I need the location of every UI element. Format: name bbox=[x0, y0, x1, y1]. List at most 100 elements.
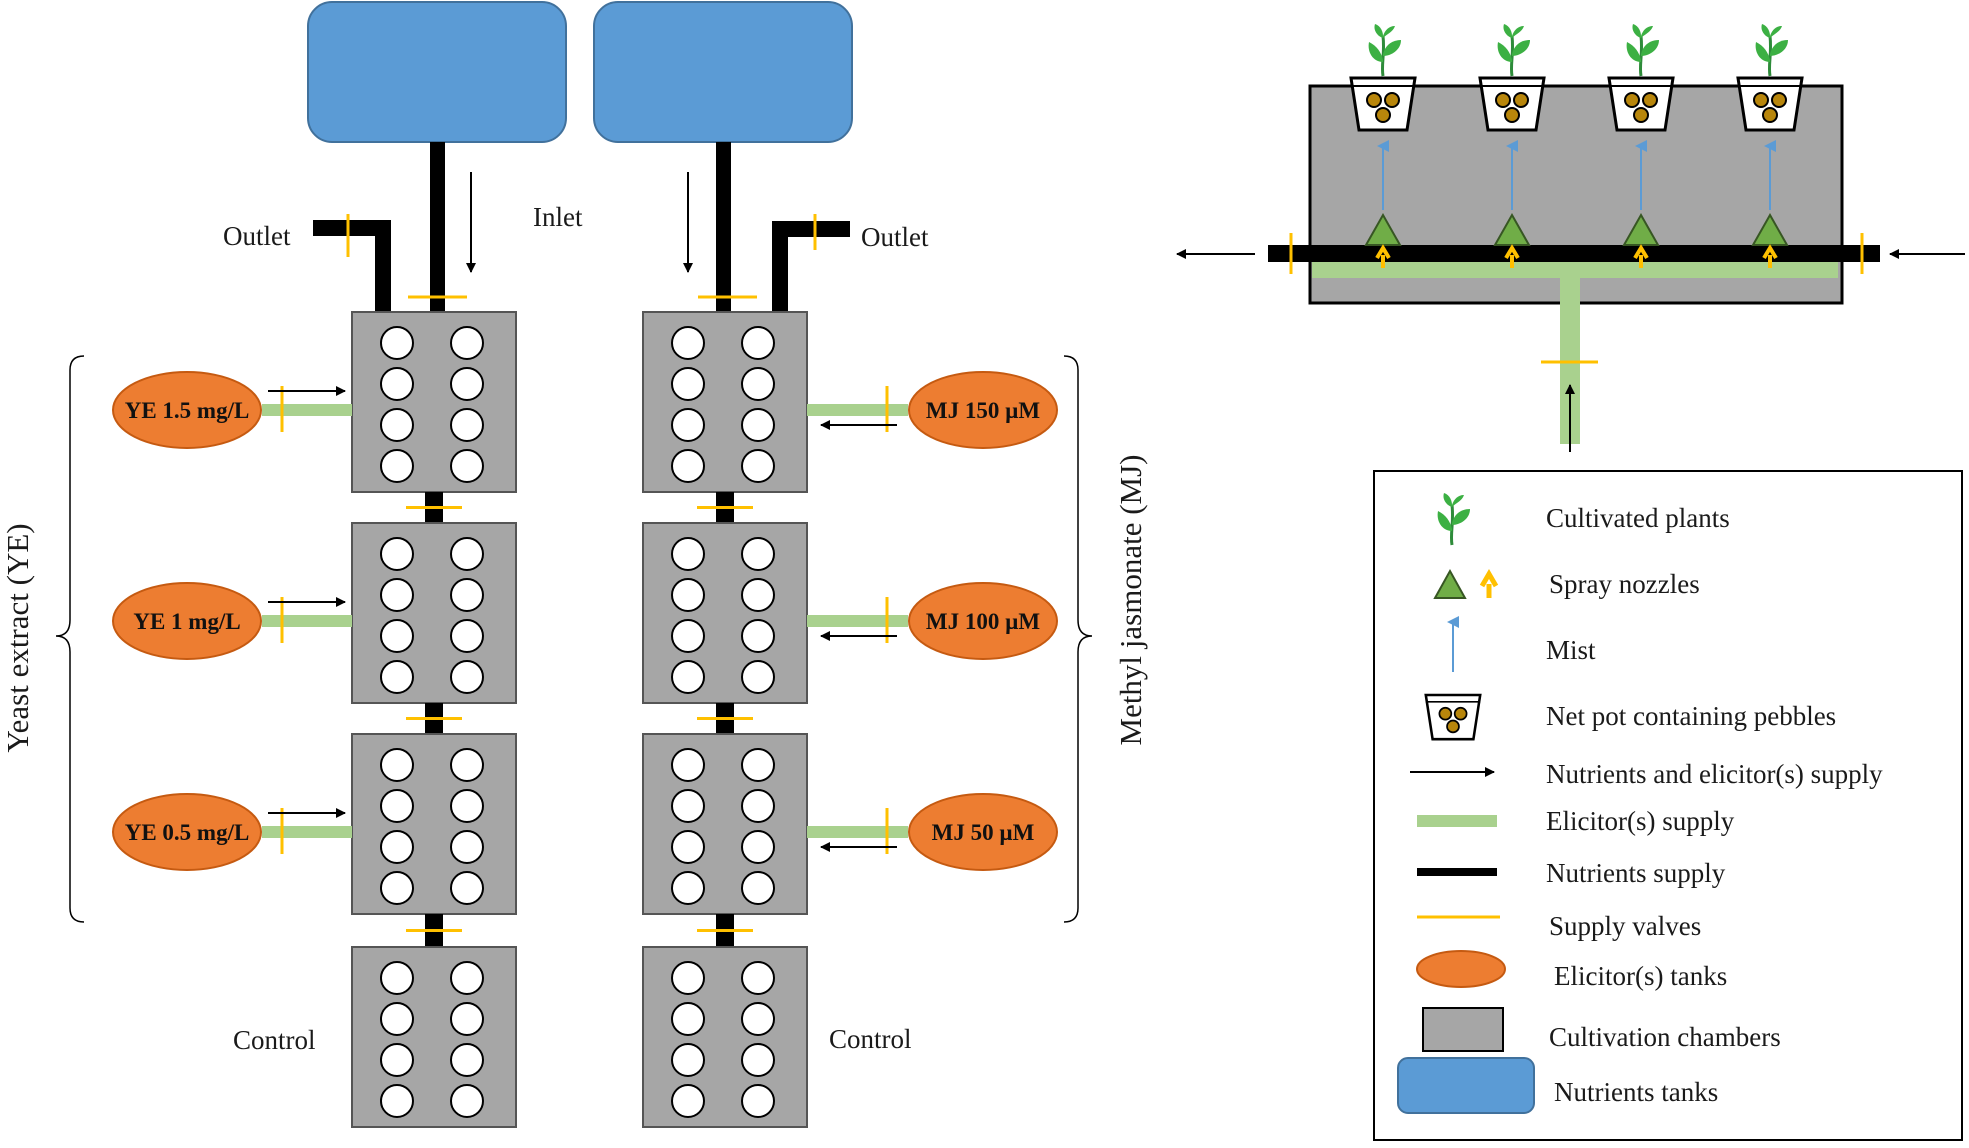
plant-hole bbox=[741, 871, 775, 905]
legend-label-valve: Supply valves bbox=[1549, 911, 1701, 941]
nutrient-tank-left bbox=[307, 1, 567, 143]
elicitor-tank-icon bbox=[1416, 950, 1506, 988]
plant-hole bbox=[450, 449, 484, 483]
plant-hole bbox=[741, 619, 775, 653]
elicitor-pipe bbox=[807, 404, 908, 416]
plant-hole bbox=[380, 578, 414, 612]
chamber-body bbox=[642, 733, 808, 915]
elicitor-tank bbox=[112, 793, 262, 871]
plant-hole bbox=[741, 1043, 775, 1077]
plant-hole bbox=[741, 748, 775, 782]
plant-hole bbox=[380, 1043, 414, 1077]
chamber-body bbox=[642, 311, 808, 493]
plant-hole bbox=[671, 961, 705, 995]
nutrient-tank-right bbox=[593, 1, 853, 143]
plant-hole bbox=[741, 326, 775, 360]
plant-hole bbox=[450, 660, 484, 694]
mj-tank-1: MJ 150 µM bbox=[807, 371, 1058, 449]
plant-hole bbox=[380, 830, 414, 864]
elicitor-pipe bbox=[262, 826, 352, 838]
plant-hole bbox=[450, 1043, 484, 1077]
plant-hole bbox=[380, 660, 414, 694]
plant-hole bbox=[671, 748, 705, 782]
mj-chambers: MJ 150 µM MJ 100 µM MJ 50 µM bbox=[642, 311, 1058, 1128]
chamber-detail bbox=[1176, 22, 1965, 452]
plant-hole bbox=[741, 660, 775, 694]
chamber-body bbox=[642, 522, 808, 704]
plant-hole bbox=[450, 408, 484, 442]
plant-hole bbox=[450, 748, 484, 782]
plant-hole bbox=[671, 1002, 705, 1036]
detail-elicitor-pipe-horizontal bbox=[1312, 262, 1838, 278]
mj-chamber-4 bbox=[642, 946, 808, 1128]
elicitor-tank-label: MJ 100 µM bbox=[926, 609, 1040, 634]
plant-hole bbox=[450, 367, 484, 401]
plant-hole bbox=[380, 789, 414, 823]
plant-hole bbox=[671, 537, 705, 571]
plant-hole bbox=[741, 408, 775, 442]
plant-hole bbox=[671, 367, 705, 401]
chamber-body bbox=[351, 733, 517, 915]
plant-hole bbox=[380, 1002, 414, 1036]
outlet-label-right: Outlet bbox=[861, 222, 929, 252]
ye-chamber-4 bbox=[351, 946, 517, 1128]
plant-hole bbox=[380, 537, 414, 571]
net-pot bbox=[1478, 76, 1546, 132]
plant-hole bbox=[450, 789, 484, 823]
detail-nutrient-pipe bbox=[1268, 245, 1880, 262]
plant-hole bbox=[671, 578, 705, 612]
plant-hole bbox=[671, 619, 705, 653]
plant-hole bbox=[741, 537, 775, 571]
legend-label-chamber: Cultivation chambers bbox=[1549, 1022, 1781, 1052]
plant-hole bbox=[671, 660, 705, 694]
legend-label-elicitor-line: Elicitor(s) supply bbox=[1546, 806, 1735, 836]
elicitor-tank-label: YE 1.5 mg/L bbox=[125, 398, 250, 423]
plant-hole bbox=[380, 871, 414, 905]
elicitor-line-icon bbox=[1417, 815, 1497, 827]
plant-hole bbox=[450, 537, 484, 571]
plant-hole bbox=[380, 1084, 414, 1118]
control-label-left: Control bbox=[233, 1025, 316, 1055]
elicitor-pipe bbox=[262, 615, 352, 627]
elicitor-tank bbox=[908, 793, 1058, 871]
chamber-icon bbox=[1422, 1007, 1504, 1052]
detail-unit-2 bbox=[1478, 22, 1546, 268]
elicitor-pipe bbox=[807, 615, 908, 627]
group-label-left: Yeast extract (YE) bbox=[0, 523, 35, 752]
spray-nozzle-icon bbox=[1433, 568, 1499, 599]
elicitor-tank-label: MJ 50 µM bbox=[932, 820, 1035, 845]
mj-chamber-1 bbox=[642, 311, 808, 493]
plant-hole bbox=[741, 578, 775, 612]
net-pot bbox=[1349, 76, 1417, 132]
legend-label-nutrient-tank: Nutrients tanks bbox=[1554, 1077, 1718, 1107]
plant-hole bbox=[741, 449, 775, 483]
chamber-body bbox=[351, 946, 517, 1128]
plant-hole bbox=[380, 326, 414, 360]
chamber-body bbox=[351, 522, 517, 704]
plant-hole bbox=[380, 367, 414, 401]
plant-hole bbox=[380, 408, 414, 442]
spray-nozzle-arrow bbox=[1762, 244, 1778, 268]
mj-chamber-2 bbox=[642, 522, 808, 704]
outlet-pipe-right bbox=[772, 221, 850, 317]
net-pot bbox=[1736, 76, 1804, 132]
ye-chamber-3 bbox=[351, 733, 517, 915]
plant-hole bbox=[741, 1084, 775, 1118]
net-pot bbox=[1607, 76, 1675, 132]
detail-elicitor-pipe-vertical bbox=[1560, 272, 1580, 444]
ye-column: Inlet Outlet YE 1.5 mg/LYE 1 mg/LYE 0.5 … bbox=[0, 1, 583, 1128]
ye-chambers: YE 1.5 mg/LYE 1 mg/LYE 0.5 mg/L bbox=[112, 311, 517, 1128]
legend-label-mist: Mist bbox=[1546, 635, 1596, 665]
nutrient-pipe-right bbox=[716, 142, 731, 317]
elicitor-tank bbox=[112, 371, 262, 449]
net-pot-icon bbox=[1424, 693, 1482, 741]
plant bbox=[1754, 22, 1790, 78]
plant-hole bbox=[671, 326, 705, 360]
plant-hole bbox=[450, 1084, 484, 1118]
elicitor-tank-label: MJ 150 µM bbox=[926, 398, 1040, 423]
elicitor-tank bbox=[112, 582, 262, 660]
plant-hole bbox=[671, 830, 705, 864]
